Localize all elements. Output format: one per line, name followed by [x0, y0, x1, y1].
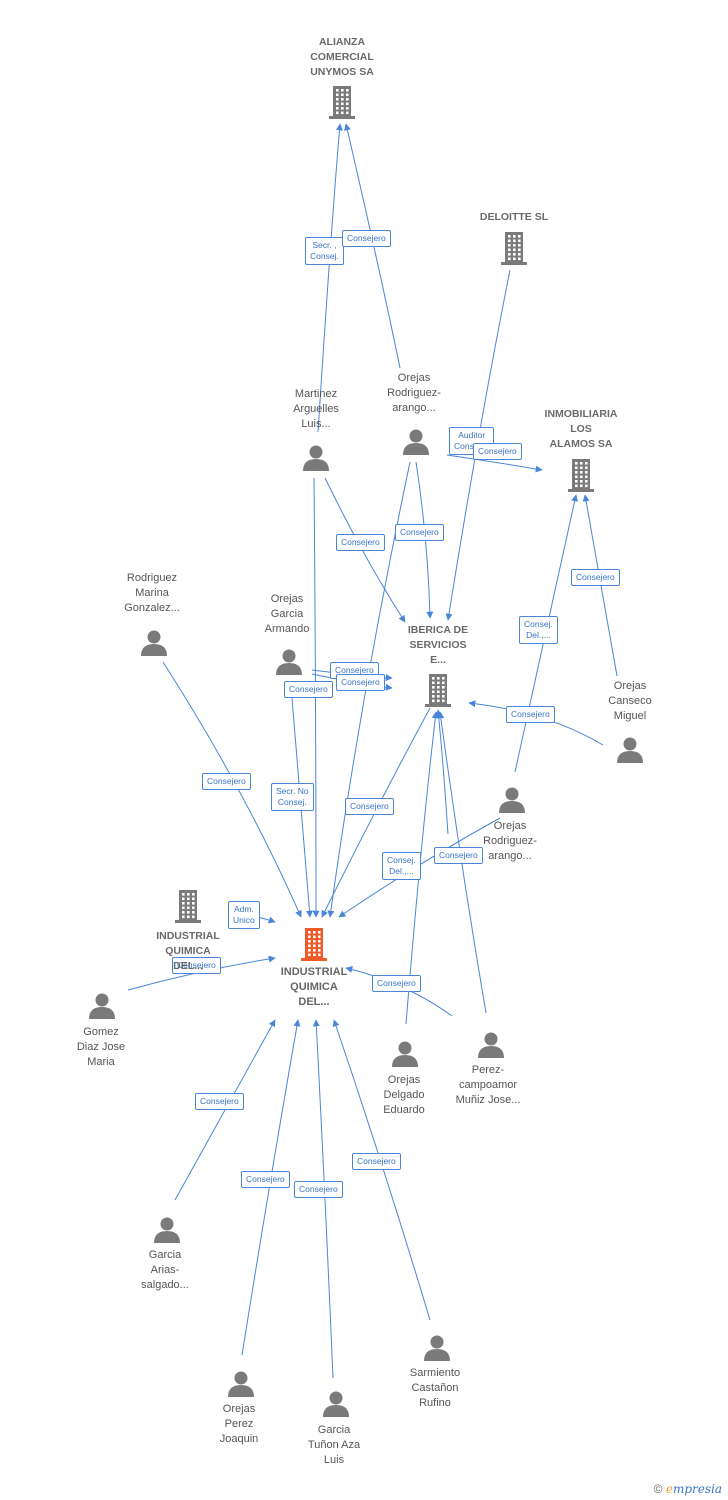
company-building-icon[interactable] — [425, 674, 451, 707]
edge-label[interactable]: Consejero — [172, 957, 221, 974]
person-name-label[interactable]: Orejas Perez Joaquin — [219, 1403, 259, 1445]
edge-label[interactable]: Consejero — [473, 443, 522, 460]
edge-line — [317, 123, 343, 433]
edge-label[interactable]: Secr. , Consej. — [305, 237, 344, 265]
brand-name: mpresia — [672, 1482, 722, 1496]
edge-label[interactable]: Consejero — [284, 681, 333, 698]
person-icon[interactable] — [303, 445, 329, 472]
edge-label[interactable]: Consejero — [395, 524, 444, 541]
person-icon[interactable] — [89, 993, 115, 1020]
edge-label[interactable]: Consejero — [345, 798, 394, 815]
edge-line — [312, 477, 320, 918]
company-name-label[interactable]: INDUSTRIAL QUIMICA DEL... — [156, 930, 220, 972]
edge-line — [174, 1019, 276, 1201]
edge-line — [435, 709, 449, 835]
edge-label[interactable]: Consejero — [241, 1171, 290, 1188]
person-icon[interactable] — [617, 737, 643, 764]
person-icon[interactable] — [499, 787, 525, 814]
edge-line — [324, 477, 406, 623]
person-name-label[interactable]: Orejas Canseco Miguel — [608, 680, 652, 722]
edge-line — [312, 1019, 334, 1379]
company-building-icon[interactable] — [568, 459, 594, 492]
company-building-icon[interactable] — [175, 890, 201, 923]
edge-line — [446, 454, 543, 473]
company-building-icon[interactable] — [501, 232, 527, 265]
edge-label[interactable]: Consej. Del.,... — [519, 616, 558, 644]
person-name-label[interactable]: Orejas Delgado Eduardo — [383, 1074, 425, 1116]
person-icon[interactable] — [141, 630, 167, 657]
edge-label[interactable]: Secr. No Consej. — [271, 783, 314, 811]
edge-label[interactable]: Consejero — [352, 1153, 401, 1170]
company-name-label[interactable]: INMOBILIARIA LOS ALAMOS SA — [544, 408, 618, 450]
edge-label[interactable]: Consejero — [342, 230, 391, 247]
main-company-building-icon[interactable] — [301, 928, 327, 961]
person-name-label[interactable]: Rodriguez Marina Gonzalez... — [124, 572, 180, 614]
company-name-label[interactable]: ALIANZA COMERCIAL UNYMOS SA — [310, 36, 374, 78]
company-name-label[interactable]: INDUSTRIAL QUIMICA DEL... — [280, 966, 348, 1008]
copyright-symbol: © — [653, 1482, 663, 1496]
person-name-label[interactable]: Gomez Diaz Jose Maria — [76, 1026, 126, 1068]
person-icon[interactable] — [392, 1041, 418, 1068]
edge-label[interactable]: Consejero — [506, 706, 555, 723]
person-icon[interactable] — [424, 1335, 450, 1362]
edge-label[interactable]: Consejero — [372, 975, 421, 992]
edge-label[interactable]: Consejero — [294, 1181, 343, 1198]
brand-initial: e — [665, 1482, 673, 1496]
edge-line — [344, 123, 401, 369]
person-name-label[interactable]: Sarmiento Castañon Rufino — [409, 1367, 461, 1409]
edge-label[interactable]: Consejero — [195, 1093, 244, 1110]
edge-label[interactable]: Consejero — [434, 847, 483, 864]
person-icon[interactable] — [323, 1391, 349, 1418]
edge-label[interactable]: Adm. Unico — [228, 901, 260, 929]
person-icon[interactable] — [478, 1032, 504, 1059]
person-icon[interactable] — [228, 1371, 254, 1398]
person-name-label[interactable]: Perez- campoamor Muñiz Jose... — [455, 1064, 521, 1106]
person-icon[interactable] — [276, 649, 302, 676]
brand-logo[interactable]: © empresia — [654, 1482, 722, 1496]
company-name-label[interactable]: DELOITTE SL — [479, 211, 549, 223]
person-name-label[interactable]: Garcia Tuñon Aza Luis — [307, 1424, 361, 1466]
edge-label[interactable]: Consejero — [202, 773, 251, 790]
person-name-label[interactable]: Orejas Garcia Armando — [264, 593, 310, 635]
edge-label[interactable]: Consej. Del.,... — [382, 852, 421, 880]
person-icon[interactable] — [403, 429, 429, 456]
edge-label[interactable]: Consejero — [336, 674, 385, 691]
edge-label[interactable]: Consejero — [571, 569, 620, 586]
person-name-label[interactable]: Garcia Arias- salgado... — [141, 1249, 189, 1291]
person-name-label[interactable]: Martinez Arguelles Luis... — [293, 388, 339, 430]
company-name-label[interactable]: IBERICA DE SERVICIOS E... — [407, 624, 469, 666]
person-name-label[interactable]: Orejas Rodriguez- arango... — [387, 372, 441, 414]
edge-line — [332, 1019, 431, 1321]
person-name-label[interactable]: Orejas Rodriguez- arango... — [483, 820, 537, 862]
edge-label[interactable]: Consejero — [336, 534, 385, 551]
company-building-icon[interactable] — [329, 86, 355, 119]
edge-line — [582, 494, 618, 677]
person-icon[interactable] — [154, 1217, 180, 1244]
